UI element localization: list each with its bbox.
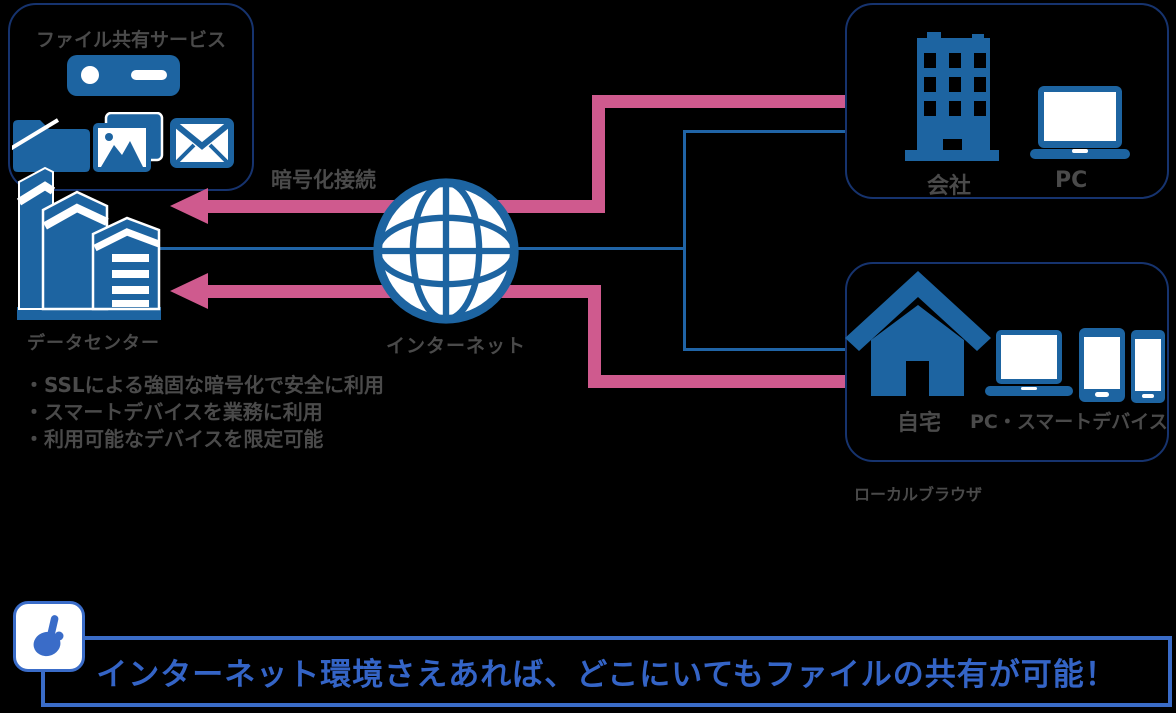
callout-banner: インターネット環境さえあれば、どこにいてもファイルの共有が可能！: [41, 636, 1172, 707]
arrow2-vertical-segment: [588, 285, 601, 388]
company-pc-icon: [1030, 86, 1130, 159]
home-tablet-icon: [1079, 328, 1125, 402]
house-icon: [845, 271, 991, 396]
feature-item-3: ・利用可能なデバイスを限定可能: [24, 427, 324, 451]
hand-box: [13, 601, 85, 672]
file-service-box: ファイル共有サービス: [8, 3, 254, 191]
feature-list: ・SSLによる強固な暗号化で安全に利用 ・スマートデバイスを業務に利用 ・利用可…: [24, 372, 384, 453]
arrow1-top-segment: [592, 95, 847, 108]
company-label: 会社: [927, 174, 972, 199]
home-phone-icon: [1131, 330, 1165, 403]
arrow2-bottom-segment: [588, 375, 847, 388]
arrow2-head: [170, 273, 208, 309]
arrow1-head: [170, 188, 208, 224]
company-building-icon: [905, 32, 999, 161]
home-devices-label: PC・スマートデバイス: [970, 411, 1168, 433]
server-icon: [67, 55, 180, 96]
company-pc-label: PC: [1055, 168, 1088, 193]
folder-icon: [12, 118, 90, 172]
local-browser-label: ローカルブラウザ: [854, 485, 983, 504]
connector-bracket-top: [683, 130, 847, 133]
internet-globe-icon: [373, 178, 519, 324]
callout-message: インターネット環境さえあれば、どこにいてもファイルの共有が可能！: [96, 657, 1117, 693]
feature-item-2: ・スマートデバイスを業務に利用: [24, 400, 323, 424]
company-box: 会社 PC: [845, 3, 1169, 199]
connector-bracket-vertical: [683, 130, 686, 351]
arrow1-vertical-segment: [592, 95, 605, 213]
connector-bracket-bottom: [683, 348, 847, 351]
callout-left-connector: [41, 670, 45, 707]
internet-label: インターネット: [386, 335, 527, 357]
photos-icon: [93, 112, 164, 172]
datacenter-label: データセンター: [27, 333, 160, 354]
pointing-hand-icon: [33, 614, 64, 656]
home-label: 自宅: [897, 411, 942, 436]
home-box: 自宅 PC・スマートデバイス: [845, 262, 1169, 462]
feature-item-1: ・SSLによる強固な暗号化で安全に利用: [24, 373, 385, 397]
home-laptop-icon: [985, 330, 1073, 396]
encryption-label: 暗号化接続: [271, 168, 376, 192]
file-service-title: ファイル共有サービス: [35, 29, 226, 51]
mail-icon: [170, 118, 234, 168]
datacenter-icon: [16, 166, 161, 320]
